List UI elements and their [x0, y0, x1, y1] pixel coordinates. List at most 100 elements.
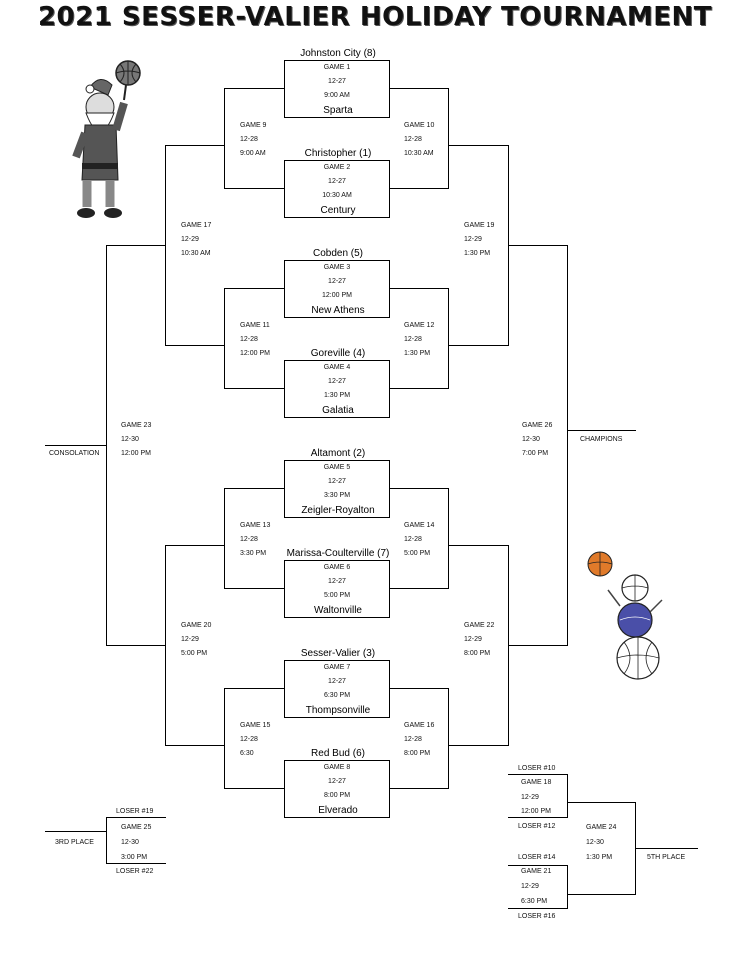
bracket-line	[448, 88, 449, 189]
game-date: 12-27	[328, 278, 346, 285]
game-label: GAME 26	[522, 422, 553, 429]
bracket-line	[224, 688, 225, 789]
snowman-basketball-icon	[587, 551, 663, 680]
team-name: Sesser-Valier (3)	[300, 648, 376, 659]
loser-label: LOSER #12	[518, 823, 556, 830]
team-name: Galatia	[322, 405, 354, 416]
game-label: GAME 13	[240, 522, 271, 529]
team-name: Johnston City (8)	[300, 48, 376, 59]
game-date: 12-29	[521, 794, 539, 801]
game-label: GAME 16	[404, 722, 435, 729]
bracket-line	[284, 460, 285, 518]
game-label: GAME 15	[240, 722, 271, 729]
team-name: Marissa-Coulterville (7)	[286, 548, 390, 559]
bracket-line	[106, 863, 166, 864]
game-label: GAME 7	[323, 664, 351, 671]
bracket-line	[389, 460, 390, 518]
bracket-line	[448, 688, 449, 789]
bracket-line	[224, 188, 285, 189]
game-time: 12:00 PM	[240, 350, 270, 357]
bracket-line	[284, 317, 390, 318]
game-label: GAME 14	[404, 522, 435, 529]
team-name: Zeigler-Royalton	[301, 505, 375, 516]
bracket-line	[284, 717, 390, 718]
game-time: 5:00 PM	[181, 650, 208, 657]
consolation-label: CONSOLATION	[49, 450, 100, 457]
bracket-line	[165, 345, 225, 346]
game-time: 3:00 PM	[121, 854, 148, 861]
game-date: 12-30	[522, 436, 540, 443]
game-date: 12-28	[404, 736, 422, 743]
game-label: GAME 12	[404, 322, 435, 329]
game-date: 12-27	[328, 78, 346, 85]
bracket-line	[284, 617, 390, 618]
game-time: 7:00 PM	[522, 450, 549, 457]
bracket-line	[106, 645, 166, 646]
bracket-line	[284, 560, 285, 618]
game-label: GAME 11	[240, 322, 270, 329]
game-time: 3:30 PM	[323, 492, 351, 499]
game-time: 1:30 PM	[586, 854, 613, 861]
game-time: 1:30 PM	[404, 350, 431, 357]
game-label: GAME 4	[323, 364, 351, 371]
game-label: GAME 3	[323, 264, 351, 271]
bracket-line	[284, 360, 285, 418]
bracket-line	[389, 660, 390, 718]
game-date: 12-28	[404, 136, 422, 143]
game-label: GAME 5	[323, 464, 351, 471]
bracket-line	[448, 345, 509, 346]
game-time: 8:00 PM	[404, 750, 431, 757]
bracket-line	[567, 774, 568, 818]
bracket-line	[224, 288, 225, 389]
bracket-line	[284, 260, 390, 261]
team-name: Sparta	[323, 105, 353, 116]
bracket-line	[284, 417, 390, 418]
bracket-line	[284, 117, 390, 118]
game-time: 12:00 PM	[322, 292, 352, 299]
game-label: GAME 1	[323, 64, 351, 71]
bracket-line	[165, 145, 225, 146]
game-time: 8:00 PM	[323, 792, 351, 799]
team-name: Century	[320, 205, 356, 216]
bracket-line	[224, 788, 285, 789]
third-place-label: 3RD PLACE	[55, 839, 94, 846]
team-name: Christopher (1)	[304, 148, 372, 159]
game-date: 12-28	[240, 136, 258, 143]
game-date: 12-27	[328, 678, 346, 685]
bracket-line	[284, 817, 390, 818]
team-name: Thompsonville	[305, 705, 371, 716]
bracket-line	[45, 445, 107, 446]
bracket-line	[284, 217, 390, 218]
bracket-line	[165, 545, 225, 546]
bracket-line	[224, 488, 285, 489]
bracket-line	[508, 774, 568, 775]
game-date: 12-27	[328, 778, 346, 785]
game-time: 10:30 AM	[181, 250, 211, 257]
bracket-line	[224, 88, 285, 89]
bracket-line	[284, 160, 285, 218]
bracket-line	[448, 488, 449, 589]
bracket-line	[284, 660, 390, 661]
game-date: 12-28	[240, 536, 258, 543]
game-time: 12:00 PM	[121, 450, 151, 457]
game-date: 12-28	[240, 336, 258, 343]
game-label: GAME 22	[464, 622, 495, 629]
game-date: 12-27	[328, 478, 346, 485]
bracket-line	[567, 865, 568, 909]
game-time: 12:00 PM	[521, 808, 551, 815]
bracket-line	[389, 160, 390, 218]
game-label: GAME 2	[323, 164, 351, 171]
game-time: 6:30 PM	[521, 898, 548, 905]
bracket-line	[165, 745, 225, 746]
game-time: 9:00 AM	[240, 150, 266, 157]
game-time: 5:00 PM	[404, 550, 431, 557]
game-time: 1:30 PM	[464, 250, 491, 257]
bracket-line	[508, 908, 568, 909]
team-name: Goreville (4)	[310, 348, 366, 359]
bracket-line	[389, 560, 390, 618]
game-label: GAME 20	[181, 622, 212, 629]
bracket-line	[567, 245, 568, 646]
bracket-line	[508, 245, 568, 246]
bracket-line	[389, 488, 449, 489]
bracket-line	[106, 817, 166, 818]
